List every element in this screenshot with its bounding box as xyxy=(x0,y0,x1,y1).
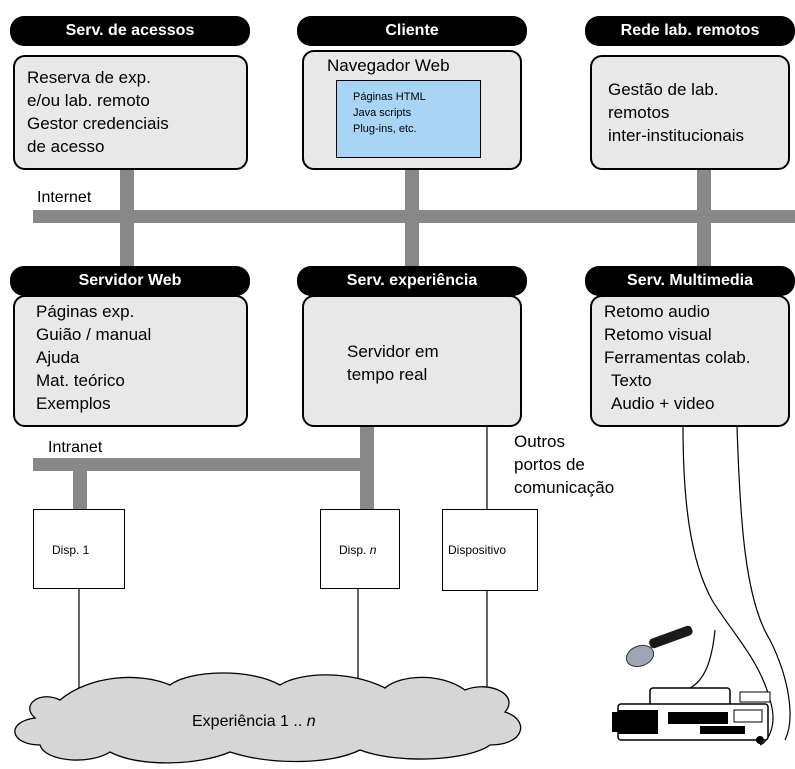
acessos-box xyxy=(13,55,248,170)
multimedia-box xyxy=(590,295,790,427)
multimedia-line: Texto xyxy=(611,371,652,390)
acessos-internet-link xyxy=(120,170,134,270)
web-line: Ajuda xyxy=(36,348,80,367)
web-title: Servidor Web xyxy=(10,266,250,296)
camera-cable xyxy=(682,425,774,746)
cloud-label-text: Experiência 1 .. xyxy=(192,713,307,730)
dispn-prefix: Disp. xyxy=(339,543,370,557)
outros-line: comunicação xyxy=(514,478,615,497)
rede-internet-link xyxy=(697,170,711,270)
cliente-internet-link xyxy=(405,170,419,270)
rede-line: Gestão de lab. xyxy=(608,80,719,99)
browser-window: Páginas HTML Java scripts Plug-ins, etc. xyxy=(336,80,481,158)
web-box xyxy=(13,295,248,427)
web-text: Páginas exp. Guião / manual Ajuda Mat. t… xyxy=(36,300,151,415)
intranet-network-bar xyxy=(33,458,373,471)
video-camera-icon xyxy=(612,687,771,744)
dispositivo-label: Dispositivo xyxy=(448,543,507,557)
experiencia-title: Serv. experiência xyxy=(297,266,527,296)
intranet-label: Intranet xyxy=(48,439,103,456)
internet-label: Internet xyxy=(37,189,92,206)
dispn-suffix: n xyxy=(369,543,377,557)
acessos-line: e/ou lab. remoto xyxy=(27,91,150,110)
rede-box xyxy=(590,55,790,170)
acessos-line: Gestor credenciais xyxy=(27,114,169,133)
experience-cloud xyxy=(14,672,522,764)
experiencia-cloud-label: Experiência 1 .. n xyxy=(192,710,316,733)
outros-portos-label: Outros portos de comunicação xyxy=(514,430,614,499)
experiencia-intranet-link xyxy=(360,420,374,510)
multimedia-line: Retomo audio xyxy=(604,302,710,321)
dispn-label: Disp. n xyxy=(339,543,376,557)
acessos-line: Reserva de exp. xyxy=(27,68,151,87)
rede-text: Gestão de lab. remotos inter-institucion… xyxy=(608,78,744,147)
experiencia-line: Servidor em xyxy=(347,342,439,361)
device-disp1: Disp. 1 xyxy=(33,509,125,589)
browser-line: Java scripts xyxy=(353,107,412,119)
multimedia-line: Audio + video xyxy=(611,394,715,413)
cliente-subtitle: Navegador Web xyxy=(327,56,450,75)
cliente-title: Cliente xyxy=(297,16,527,46)
multimedia-line: Retomo visual xyxy=(604,325,712,344)
browser-line: Plug-ins, etc. xyxy=(353,123,417,135)
multimedia-line: Ferramentas colab. xyxy=(604,348,751,367)
device-dispn: Disp. n xyxy=(320,509,400,589)
web-line: Guião / manual xyxy=(36,325,152,344)
acessos-text: Reserva de exp. e/ou lab. remoto Gestor … xyxy=(27,66,169,158)
device-dispositivo: Dispositivo xyxy=(442,509,538,591)
web-line: Exemplos xyxy=(36,394,111,413)
web-intranet-link xyxy=(73,470,87,510)
cloud-label-suffix: n xyxy=(306,713,316,730)
disp1-label: Disp. 1 xyxy=(52,543,90,557)
experiencia-box xyxy=(302,295,522,427)
rede-title: Rede lab. remotos xyxy=(585,16,795,46)
outros-line: Outros xyxy=(514,432,566,451)
mic-wire xyxy=(689,629,716,689)
rede-line: remotos xyxy=(608,103,670,122)
web-line: Páginas exp. xyxy=(36,302,135,321)
microphone-cable xyxy=(736,425,791,741)
microphone-icon xyxy=(625,625,693,668)
multimedia-title: Serv. Multimedia xyxy=(585,266,795,296)
outros-line: portos de xyxy=(514,455,585,474)
experiencia-line: tempo real xyxy=(347,365,428,384)
web-line: Mat. teórico xyxy=(36,371,125,390)
acessos-line: de acesso xyxy=(27,137,105,156)
rede-line: inter-institucionais xyxy=(608,126,745,145)
experiencia-text: Servidor em tempo real xyxy=(347,340,439,386)
browser-line: Páginas HTML xyxy=(353,91,426,103)
multimedia-text: Retomo audio Retomo visual Ferramentas c… xyxy=(604,300,750,415)
acessos-title: Serv. de acessos xyxy=(10,16,250,46)
